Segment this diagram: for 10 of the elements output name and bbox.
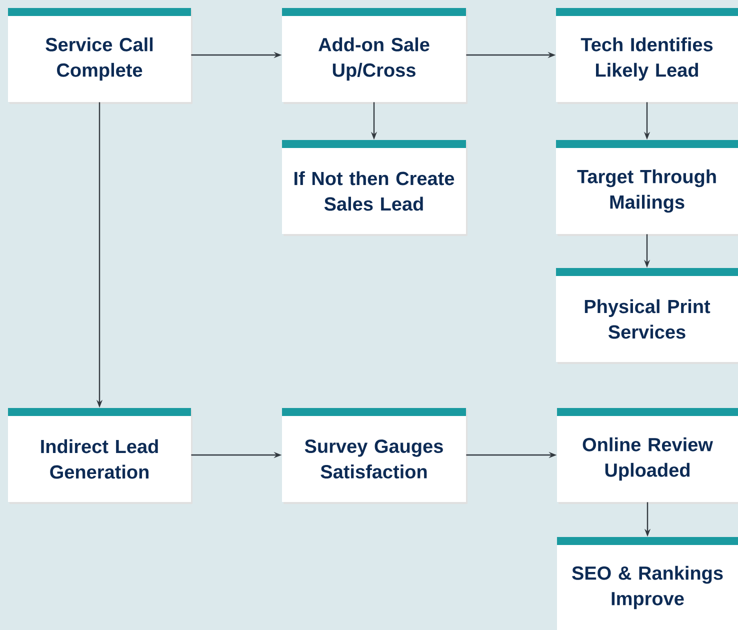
process-box: Target Through Mailings bbox=[556, 140, 738, 236]
process-box: Tech Identifies Likely Lead bbox=[556, 8, 738, 104]
process-box: Survey Gauges Satisfaction bbox=[282, 408, 468, 504]
process-box: SEO & Rankings Improve bbox=[557, 537, 738, 630]
process-box: Add-on Sale Up/Cross bbox=[282, 8, 468, 104]
process-box: If Not then Create Sales Lead bbox=[282, 140, 468, 236]
process-box: Service Call Complete bbox=[8, 8, 192, 104]
process-box: Indirect Lead Generation bbox=[8, 408, 192, 504]
process-box: Physical Print Services bbox=[556, 268, 738, 364]
process-box: Online Review Uploaded bbox=[557, 408, 738, 504]
